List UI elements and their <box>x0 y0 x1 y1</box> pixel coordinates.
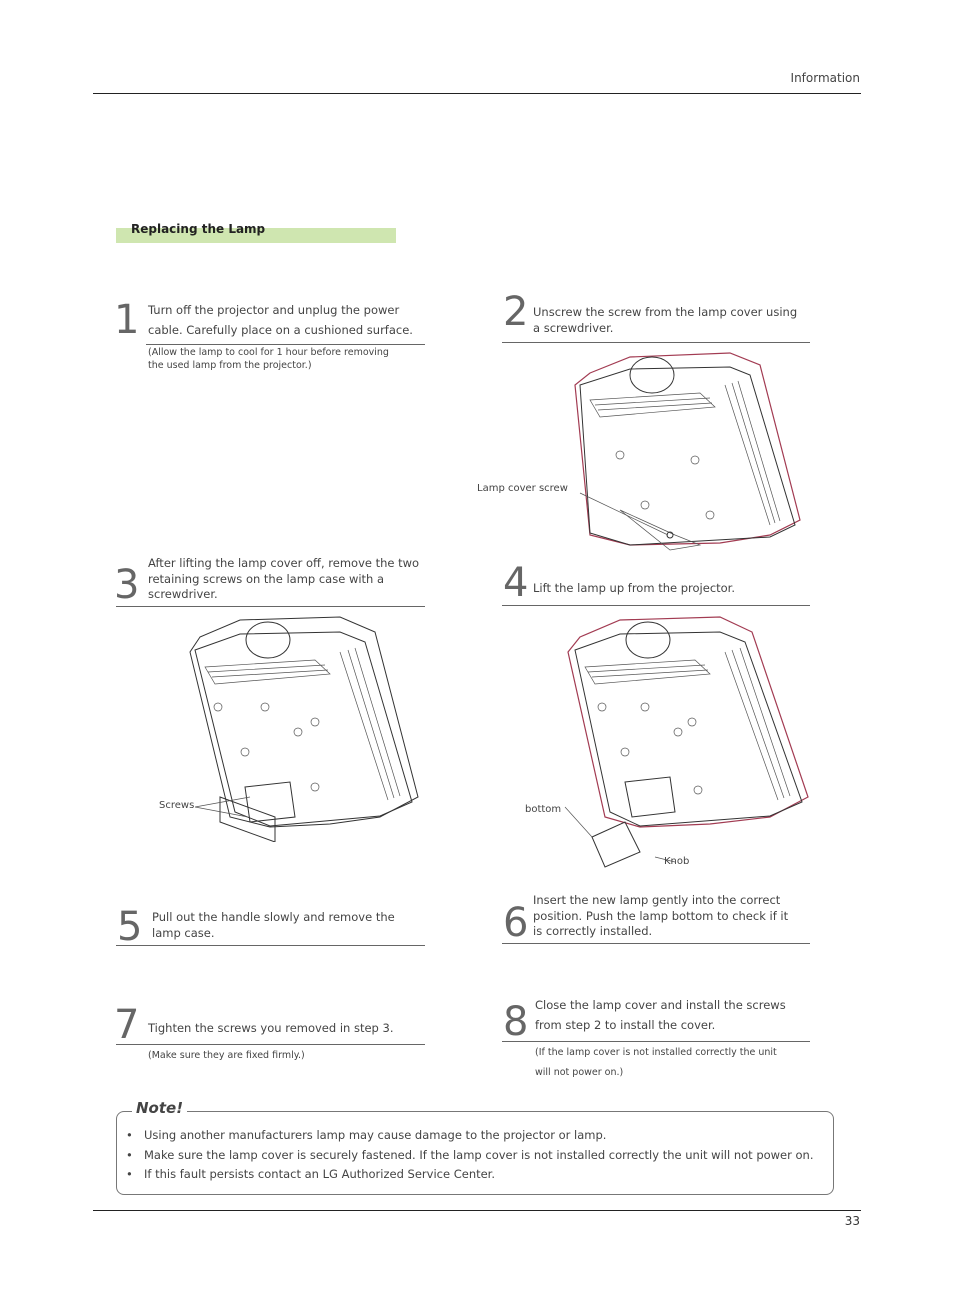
step-8-note-line: will not power on.) <box>535 1067 624 1078</box>
knob-label: Knob <box>664 856 690 867</box>
note-list: • Using another manufacturers lamp may ca… <box>126 1126 826 1185</box>
step-2-text-line: Unscrew the screw from the lamp cover us… <box>533 305 798 319</box>
figure-step-2-projector <box>574 352 801 551</box>
header-section-label: Information <box>790 71 860 85</box>
note-item-text: Make sure the lamp cover is securely fas… <box>144 1147 814 1162</box>
step-3-text: After lifting the lamp cover off, remove… <box>148 556 428 603</box>
note-bullet: • <box>126 1128 133 1142</box>
step-5-text-line: lamp case. <box>152 925 215 940</box>
step-8-note-line: (If the lamp cover is not installed corr… <box>535 1047 777 1058</box>
step-8-note: (If the lamp cover is not installed corr… <box>535 1043 815 1083</box>
step-5-rule <box>116 945 425 946</box>
step-8-rule <box>502 1041 810 1042</box>
note-item-text: Using another manufacturers lamp may cau… <box>144 1128 607 1142</box>
header-rule <box>93 93 861 94</box>
step-3-number: 3 <box>114 562 140 608</box>
step-8-number: 8 <box>503 999 529 1045</box>
note-item: • If this fault persists contact an LG Au… <box>126 1165 826 1185</box>
note-title: Note! <box>132 1099 188 1117</box>
note-item: • Using another manufacturers lamp may ca… <box>126 1126 826 1146</box>
step-1-number: 1 <box>114 297 140 343</box>
step-5-text: Pull out the handle slowly and remove th… <box>152 910 432 941</box>
step-5-text-line: Pull out the handle slowly and remove th… <box>152 910 395 924</box>
step-4-number: 4 <box>503 560 529 606</box>
step-6-text: Insert the new lamp gently into the corr… <box>533 893 813 940</box>
screws-label: Screws <box>159 800 195 811</box>
step-3-rule <box>116 606 425 607</box>
step-1-text-line: Turn off the projector and unplug the po… <box>148 303 400 317</box>
note-bullet: • <box>126 1147 133 1162</box>
note-item-text: If this fault persists contact an LG Aut… <box>144 1167 496 1181</box>
step-8-text-line: from step 2 to install the cover. <box>535 1018 716 1032</box>
step-4-rule <box>502 605 810 606</box>
section-title-highlight <box>116 228 396 243</box>
footer-rule <box>93 1210 861 1211</box>
note-item: • Make sure the lamp cover is securely fa… <box>126 1146 826 1166</box>
step-4-text: Lift the lamp up from the projector. <box>533 578 813 598</box>
step-6-text-line: position. Push the lamp bottom to check … <box>533 908 789 923</box>
step-8-text: Close the lamp cover and install the scr… <box>535 995 815 1035</box>
figure-step-3-projector <box>189 616 419 842</box>
step-2-text-line: a screwdriver. <box>533 320 614 335</box>
step-3-text-line: After lifting the lamp cover off, remove… <box>148 556 420 570</box>
figure-step-4-projector <box>564 616 809 868</box>
bottom-label: bottom <box>525 804 562 815</box>
step-7-text: Tighten the screws you removed in step 3… <box>148 1018 428 1038</box>
step-7-rule <box>116 1044 425 1045</box>
step-5-number: 5 <box>117 904 143 950</box>
lamp-cover-screw-label: Lamp cover screw <box>477 483 568 494</box>
step-4-text-line: Lift the lamp up from the projector. <box>533 581 736 595</box>
step-6-text-line: is correctly installed. <box>533 924 653 938</box>
page-number: 33 <box>844 1214 860 1228</box>
step-1-note-line: the used lamp from the projector.) <box>148 360 312 371</box>
step-1-text: Turn off the projector and unplug the po… <box>148 300 428 340</box>
note-box <box>116 1111 834 1195</box>
step-1-note-line: (Allow the lamp to cool for 1 hour befor… <box>148 347 389 358</box>
step-3-text-line: screwdriver. <box>148 587 218 601</box>
note-bullet: • <box>126 1167 133 1181</box>
step-3-text-line: retaining screws on the lamp case with a <box>148 571 385 586</box>
step-1-rule <box>146 344 425 345</box>
step-7-note-line: (Make sure they are fixed firmly.) <box>148 1050 305 1061</box>
step-2-text: Unscrew the screw from the lamp cover us… <box>533 305 813 336</box>
step-6-text-line: Insert the new lamp gently into the corr… <box>533 893 781 907</box>
step-1-text-line: cable. Carefully place on a cushioned su… <box>148 323 413 337</box>
step-1-note: (Allow the lamp to cool for 1 hour befor… <box>148 346 428 372</box>
step-6-rule <box>502 943 810 944</box>
step-6-number: 6 <box>503 900 529 946</box>
step-2-number: 2 <box>503 289 529 335</box>
step-8-text-line: Close the lamp cover and install the scr… <box>535 998 786 1012</box>
step-7-text-line: Tighten the screws you removed in step 3… <box>148 1021 394 1035</box>
step-7-number: 7 <box>114 1002 140 1048</box>
step-2-rule <box>502 342 810 343</box>
step-7-note: (Make sure they are fixed firmly.) <box>148 1049 428 1062</box>
section-title: Replacing the Lamp <box>131 222 266 236</box>
